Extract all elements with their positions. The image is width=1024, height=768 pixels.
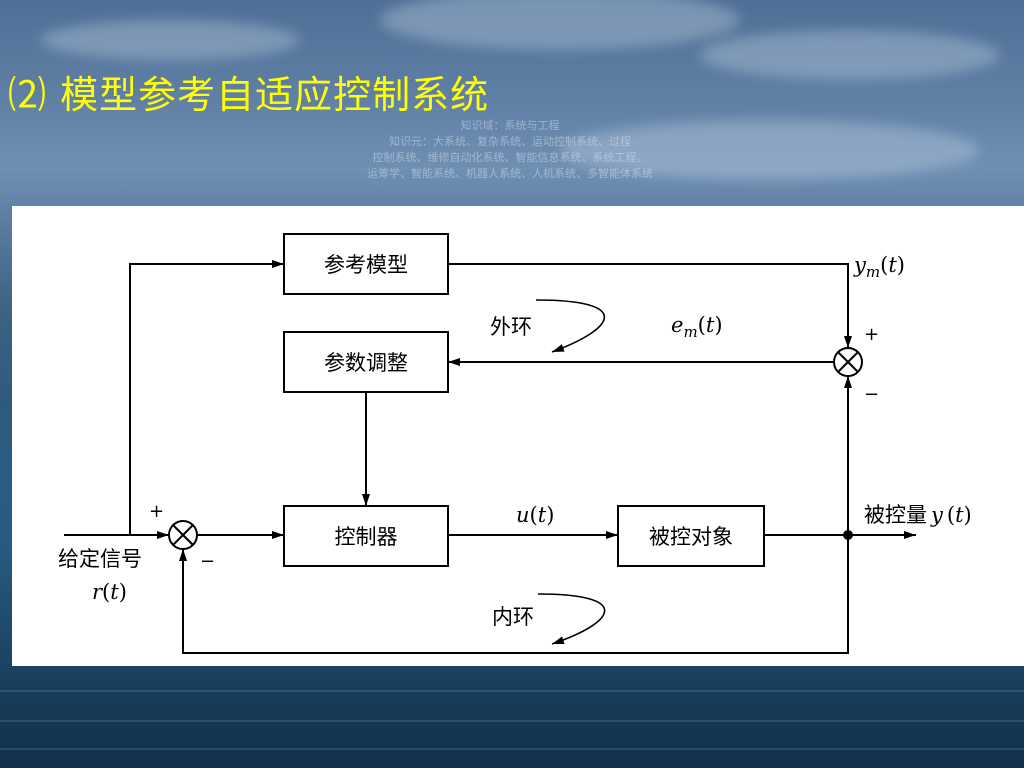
em-label: em(t) — [671, 313, 723, 341]
ym-paren-close: ) — [897, 253, 905, 277]
em-paren-close: ) — [714, 313, 722, 337]
em-subscript: m — [683, 323, 697, 341]
y-t: t — [955, 503, 964, 527]
slide-title: ⑵ 模型参考自适应控制系统 — [8, 73, 490, 117]
plant-block — [617, 505, 765, 567]
input-minus-sign: − — [200, 551, 215, 572]
outer-loop-arc — [535, 299, 605, 353]
reference-output-line — [448, 263, 852, 348]
r-label: r(t) — [92, 580, 127, 604]
reference-model-label: 参考模型 — [324, 253, 408, 277]
error-summing-junction — [833, 347, 863, 377]
em-letter: e — [671, 313, 683, 337]
plant-label: 被控对象 — [649, 525, 733, 549]
ym-paren-open: ( — [880, 253, 888, 277]
r-paren-open: ( — [102, 580, 110, 604]
reference-input-line — [129, 260, 284, 535]
diagram-panel: 参考模型 参数调整 控制器 被控对象 外环 — [12, 206, 1024, 666]
watermark-text: 知识域：系统与工程 知识元：大系统、复杂系统、运动控制系统、过程 控制系统、维修… — [290, 118, 730, 182]
controller-label: 控制器 — [335, 525, 398, 549]
ym-subscript: m — [866, 263, 880, 281]
em-paren-open: ( — [698, 313, 706, 337]
inner-loop-label: 内环 — [492, 605, 534, 629]
u-t: t — [538, 503, 547, 527]
u-paren-open: ( — [530, 503, 538, 527]
y-paren-open: ( — [947, 503, 955, 527]
input-plus-sign: + — [149, 501, 164, 522]
y-letter: y — [930, 503, 944, 527]
y-paren-close: ) — [964, 503, 972, 527]
ym-t: t — [888, 253, 897, 277]
inner-feedback-line — [179, 535, 849, 654]
u-letter: u — [516, 503, 530, 527]
input-signal-label: 给定信号 — [58, 547, 142, 571]
watermark-line: 知识元：大系统、复杂系统、运动控制系统、过程 — [389, 135, 631, 148]
controlled-output-text: 被控量 — [864, 503, 927, 527]
watermark-line: 控制系统、维修自动化系统、智能信息系统、系统工程、 — [372, 151, 648, 164]
r-paren-close: ) — [119, 580, 127, 604]
inner-loop-arc — [537, 593, 606, 645]
ym-letter: y — [853, 253, 867, 277]
parameter-adjust-label: 参数调整 — [324, 351, 408, 375]
r-t: t — [110, 580, 119, 604]
error-minus-sign: − — [864, 384, 879, 405]
watermark-line: 知识域：系统与工程 — [460, 119, 560, 132]
watermark-line: 运筹学、智能系统、机器人系统、人机系统、多智能体系统 — [367, 167, 653, 180]
r-letter: r — [92, 580, 104, 604]
outer-loop-label: 外环 — [490, 315, 532, 339]
em-t: t — [706, 313, 715, 337]
ym-label: ym(t) — [853, 253, 905, 281]
input-summing-junction — [168, 520, 198, 550]
u-paren-close: ) — [546, 503, 554, 527]
error-plus-sign: + — [864, 324, 879, 345]
block-diagram: 参考模型 参数调整 控制器 被控对象 外环 — [58, 233, 972, 654]
u-label: u(t) — [516, 503, 554, 527]
